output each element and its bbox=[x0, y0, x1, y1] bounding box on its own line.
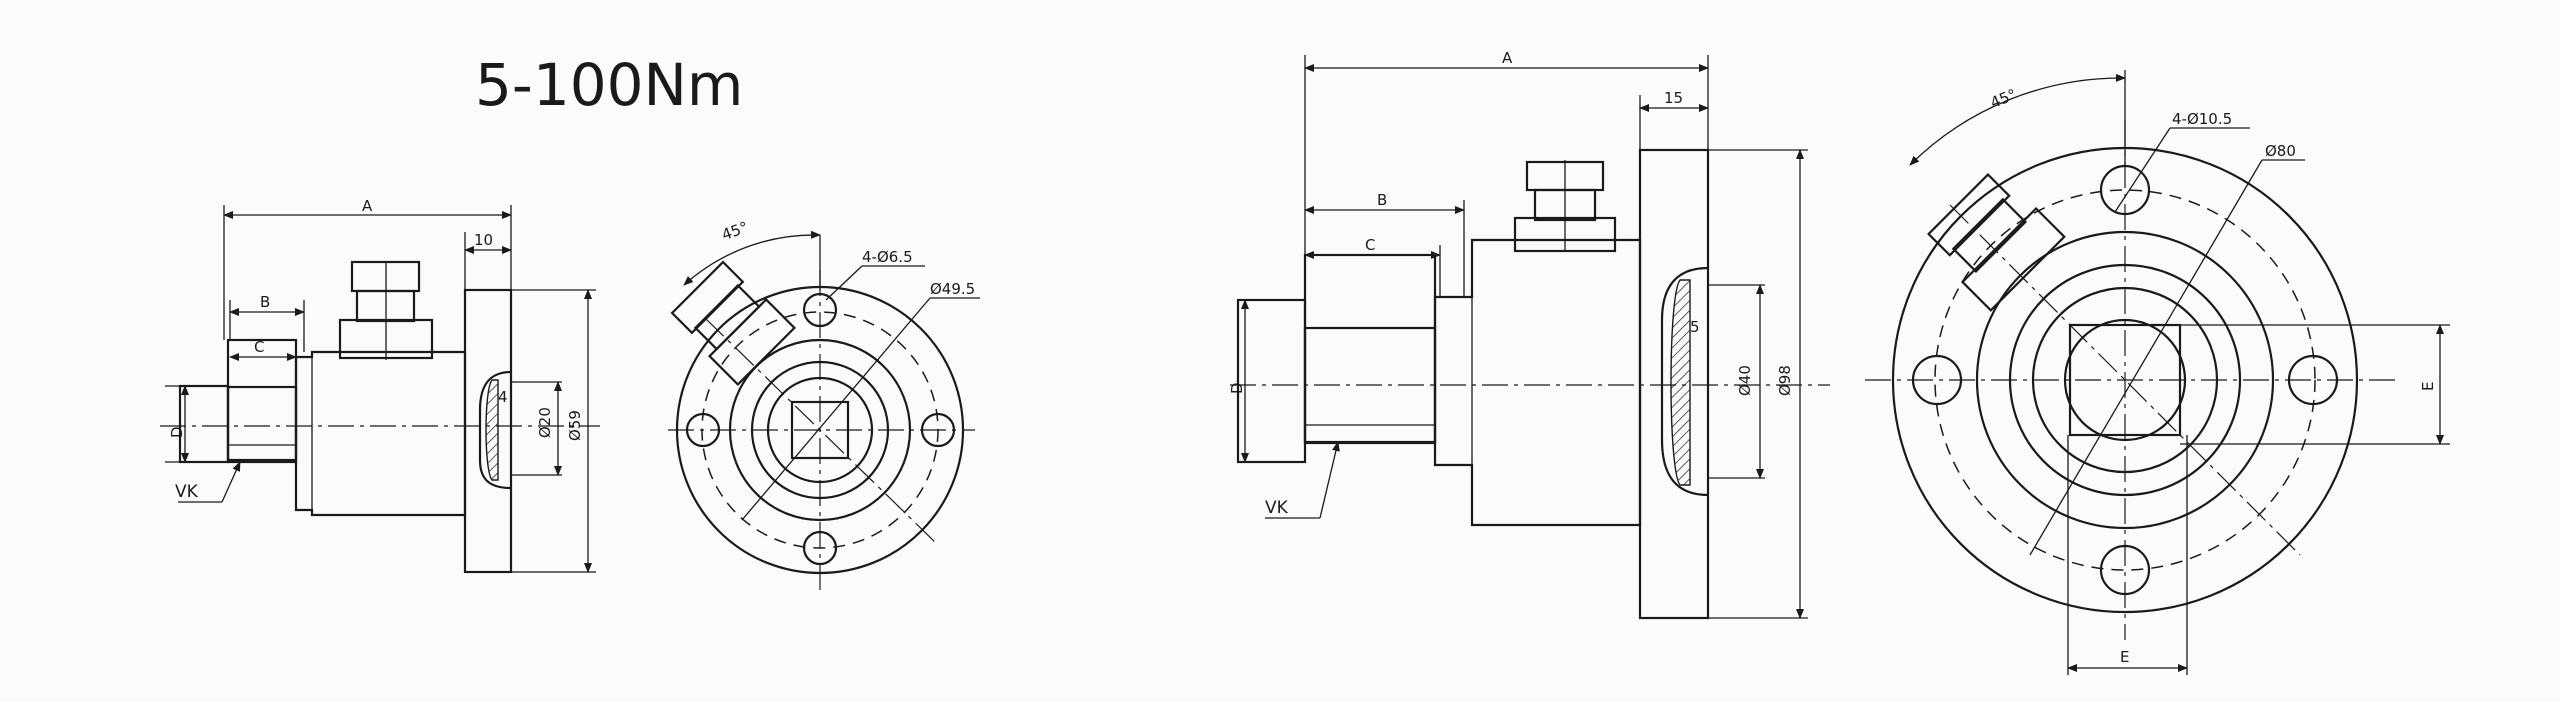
large-bore-dia: Ø40 bbox=[1736, 365, 1754, 396]
small-recess-depth: 4 bbox=[498, 388, 508, 406]
small-angle-label: 45° bbox=[719, 218, 750, 244]
large-dim-a: A bbox=[1502, 49, 1513, 67]
small-dim-a: A bbox=[362, 197, 373, 215]
large-dim-d: D bbox=[1228, 382, 1246, 394]
large-dim-e-right: E bbox=[2419, 382, 2437, 391]
large-vk-label: VK bbox=[1265, 498, 1289, 518]
large-dim-c: C bbox=[1365, 236, 1375, 254]
large-flange-dia: Ø98 bbox=[1776, 365, 1794, 396]
small-flange-thickness: 10 bbox=[474, 231, 493, 249]
large-angle-label: 45° bbox=[1988, 85, 2019, 112]
small-end-view: 45° 4-Ø6.5 Ø49.5 bbox=[668, 218, 980, 590]
small-flange-dia: Ø59 bbox=[566, 410, 584, 441]
small-dim-c: C bbox=[254, 338, 264, 356]
small-dim-b: B bbox=[260, 293, 270, 311]
large-side-view: A B C D VK 15 5 Ø40 Ø98 bbox=[1228, 49, 1830, 620]
large-flange-thickness: 15 bbox=[1664, 89, 1683, 107]
large-dim-b: B bbox=[1377, 191, 1387, 209]
large-recess-depth: 5 bbox=[1690, 318, 1700, 336]
small-side-view: A B C D VK 10 4 Ø20 Ø59 bbox=[160, 197, 600, 574]
small-holes-label: 4-Ø6.5 bbox=[862, 248, 913, 266]
small-bore-dia: Ø20 bbox=[536, 407, 554, 438]
large-end-view: 45° 4-Ø10.5 Ø80 E E bbox=[1865, 70, 2450, 675]
small-dim-d: D bbox=[168, 426, 186, 438]
large-pcd-label: Ø80 bbox=[2265, 142, 2296, 160]
large-holes-label: 4-Ø10.5 bbox=[2172, 110, 2232, 128]
small-pcd-label: Ø49.5 bbox=[930, 280, 975, 298]
small-vk-label: VK bbox=[175, 482, 199, 502]
large-dim-e-bottom: E bbox=[2120, 648, 2129, 666]
title-label: 5-100Nm bbox=[475, 51, 743, 119]
